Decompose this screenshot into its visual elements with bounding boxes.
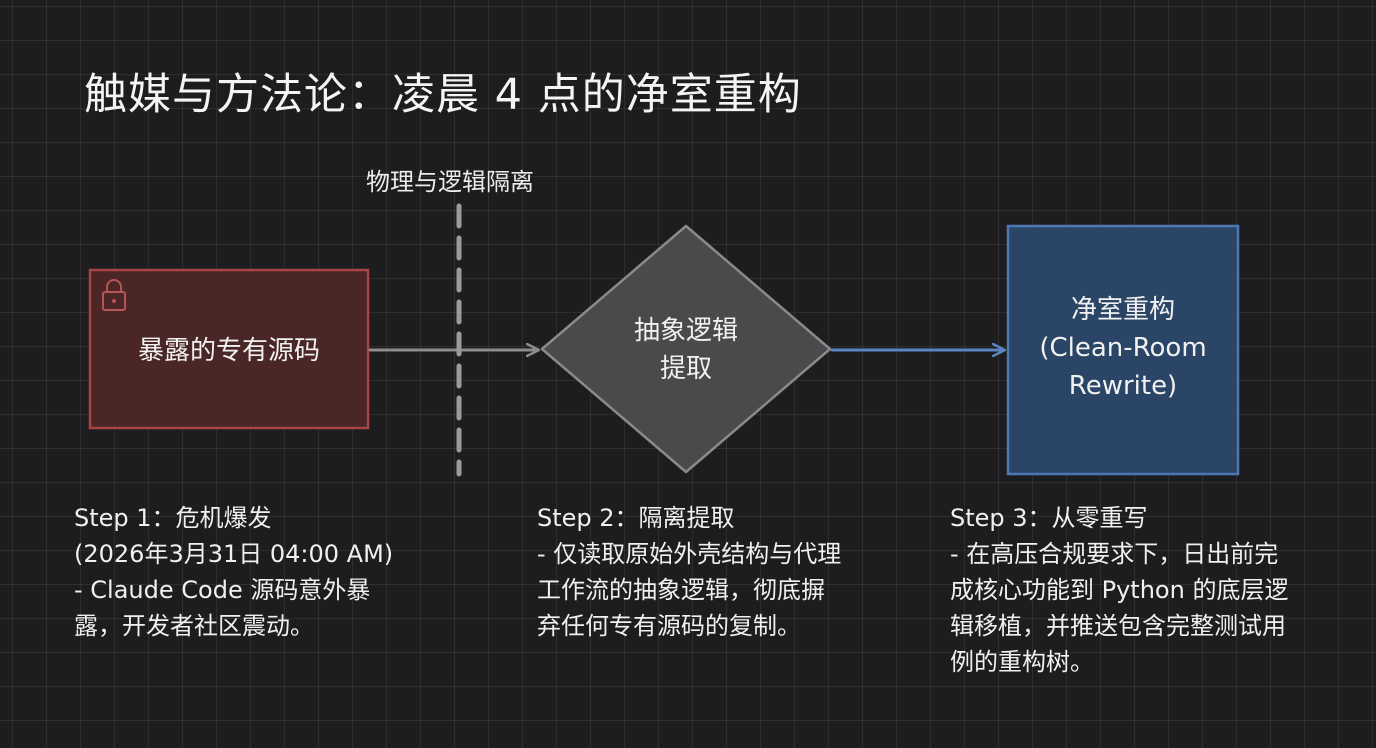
step-1-heading: Step 1：危机爆发 <box>74 504 272 532</box>
abstract-extract-label: 抽象逻辑 提取 <box>600 312 772 388</box>
step-3-line: 成核心功能到 Python 的底层逻 <box>950 576 1289 604</box>
step-2-line: - 仅读取原始外壳结构与代理 <box>537 540 842 568</box>
exposed-source-label: 暴露的专有源码 <box>90 332 368 370</box>
lock-icon <box>102 279 126 311</box>
step-2-description: Step 2：隔离提取 - 仅读取原始外壳结构与代理 工作流的抽象逻辑，彻底摒 … <box>537 500 897 644</box>
abstract-extract-label-line: 抽象逻辑 <box>633 316 738 346</box>
step-1-line: - Claude Code 源码意外暴 <box>74 576 371 604</box>
step-1-description: Step 1：危机爆发 (2026年3月31日 04:00 AM) - Clau… <box>74 500 454 644</box>
step-3-heading: Step 3：从零重写 <box>950 504 1148 532</box>
abstract-extract-label-line: 提取 <box>659 354 712 384</box>
clean-room-label-line: Rewrite) <box>1068 371 1178 401</box>
clean-room-label-line: 净室重构 <box>1070 295 1175 325</box>
clean-room-box <box>1006 224 1240 476</box>
step-3-description: Step 3：从零重写 - 在高压合规要求下，日出前完 成核心功能到 Pytho… <box>950 500 1340 680</box>
step-3-line: 例的重构树。 <box>950 648 1094 676</box>
step-1-line: (2026年3月31日 04:00 AM) <box>74 540 394 568</box>
isolation-divider-label: 物理与逻辑隔离 <box>366 168 534 196</box>
step-3-line: - 在高压合规要求下，日出前完 <box>950 540 1279 568</box>
step-1-line: 露，开发者社区震动。 <box>74 612 314 640</box>
step-2-line: 工作流的抽象逻辑，彻底摒 <box>537 576 825 604</box>
step-2-line: 弃任何专有源码的复制。 <box>537 612 801 640</box>
step-2-heading: Step 2：隔离提取 <box>537 504 735 532</box>
exposed-source-label-line: 暴露的专有源码 <box>137 336 320 366</box>
page-title: 触媒与方法论：凌晨 4 点的净室重构 <box>84 70 802 120</box>
exposed-source-box <box>88 268 370 430</box>
step-3-line: 辑移植，并推送包含完整测试用 <box>950 612 1286 640</box>
abstract-extract-diamond <box>540 224 832 474</box>
clean-room-label: 净室重构 (Clean-Room Rewrite) <box>1008 291 1238 405</box>
clean-room-label-line: (Clean-Room <box>1039 333 1207 363</box>
